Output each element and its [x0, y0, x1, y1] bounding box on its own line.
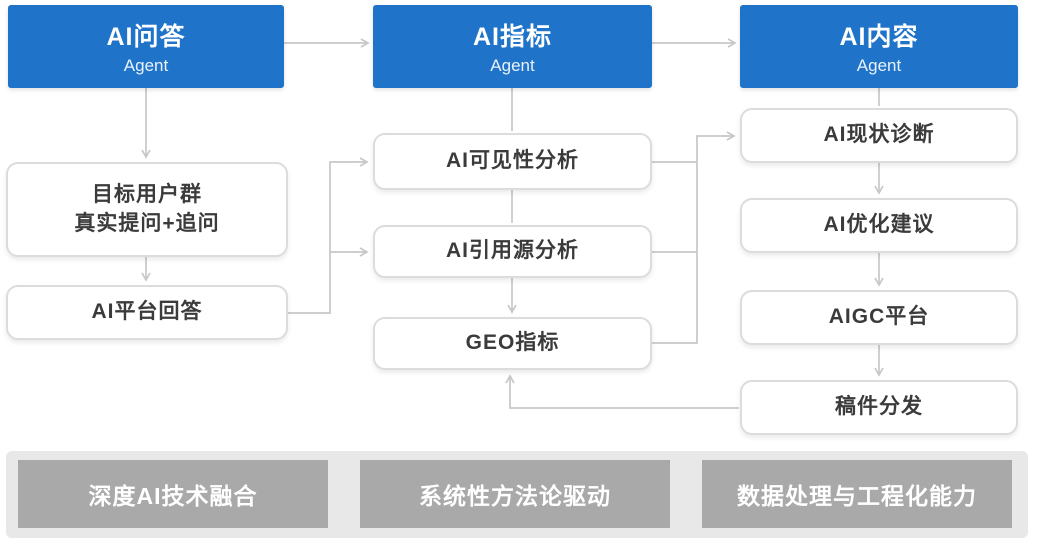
header-ai-metrics-title: AI指标 [472, 23, 552, 51]
footer-box-deep-ai-integration: 深度AI技术融合 [18, 460, 328, 528]
box-aigc-platform: AIGC平台 [740, 290, 1018, 345]
header-ai-content-subtitle: Agent [856, 56, 902, 75]
header-ai-qa-agent: AI问答 Agent [8, 5, 284, 88]
box-ai-status-diagnosis: AI现状诊断 [740, 108, 1018, 163]
header-ai-qa-subtitle: Agent [123, 56, 169, 75]
footer-box-data-processing-engineering: 数据处理与工程化能力 [702, 460, 1012, 528]
box-article-distribution: 稿件分发 [740, 380, 1018, 435]
header-ai-metrics-subtitle: Agent [490, 56, 535, 75]
box-ai-platform-answers: AI平台回答 [6, 285, 288, 340]
header-ai-qa-title: AI问答 [106, 23, 186, 51]
footer-box-systematic-methodology: 系统性方法论驱动 [360, 460, 670, 528]
header-ai-content-agent: AI内容 Agent [740, 5, 1018, 88]
box-target-user-questions: 目标用户群 真实提问+追问 [6, 162, 288, 257]
box-geo-metrics: GEO指标 [373, 317, 652, 370]
box-ai-optimization-suggestions: AI优化建议 [740, 198, 1018, 253]
header-ai-content-title: AI内容 [839, 23, 919, 51]
header-ai-metrics-agent: AI指标 Agent [373, 5, 652, 88]
box-ai-visibility-analysis: AI可见性分析 [373, 133, 652, 190]
box-ai-citation-source-analysis: AI引用源分析 [373, 225, 652, 278]
